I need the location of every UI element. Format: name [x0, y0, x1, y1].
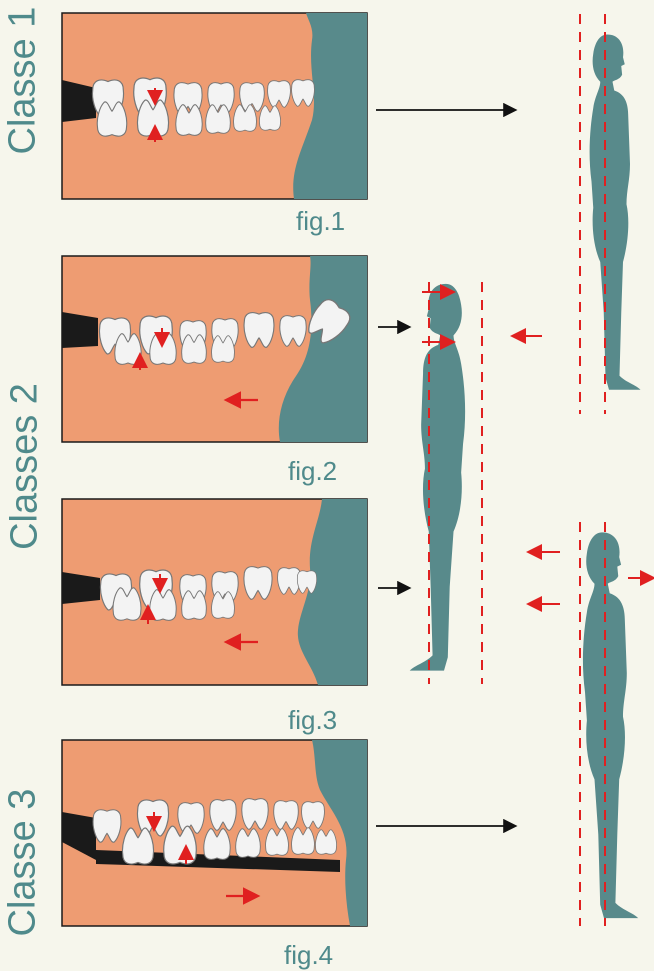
fig-1-panel	[62, 13, 367, 199]
posture-figure-class-3	[530, 522, 652, 926]
posture-figure-class-1	[580, 14, 641, 414]
fig-2-panel	[62, 256, 367, 442]
posture-figure-class-2	[410, 282, 542, 684]
fig-4-panel	[62, 740, 367, 926]
fig-3-panel	[62, 499, 367, 685]
